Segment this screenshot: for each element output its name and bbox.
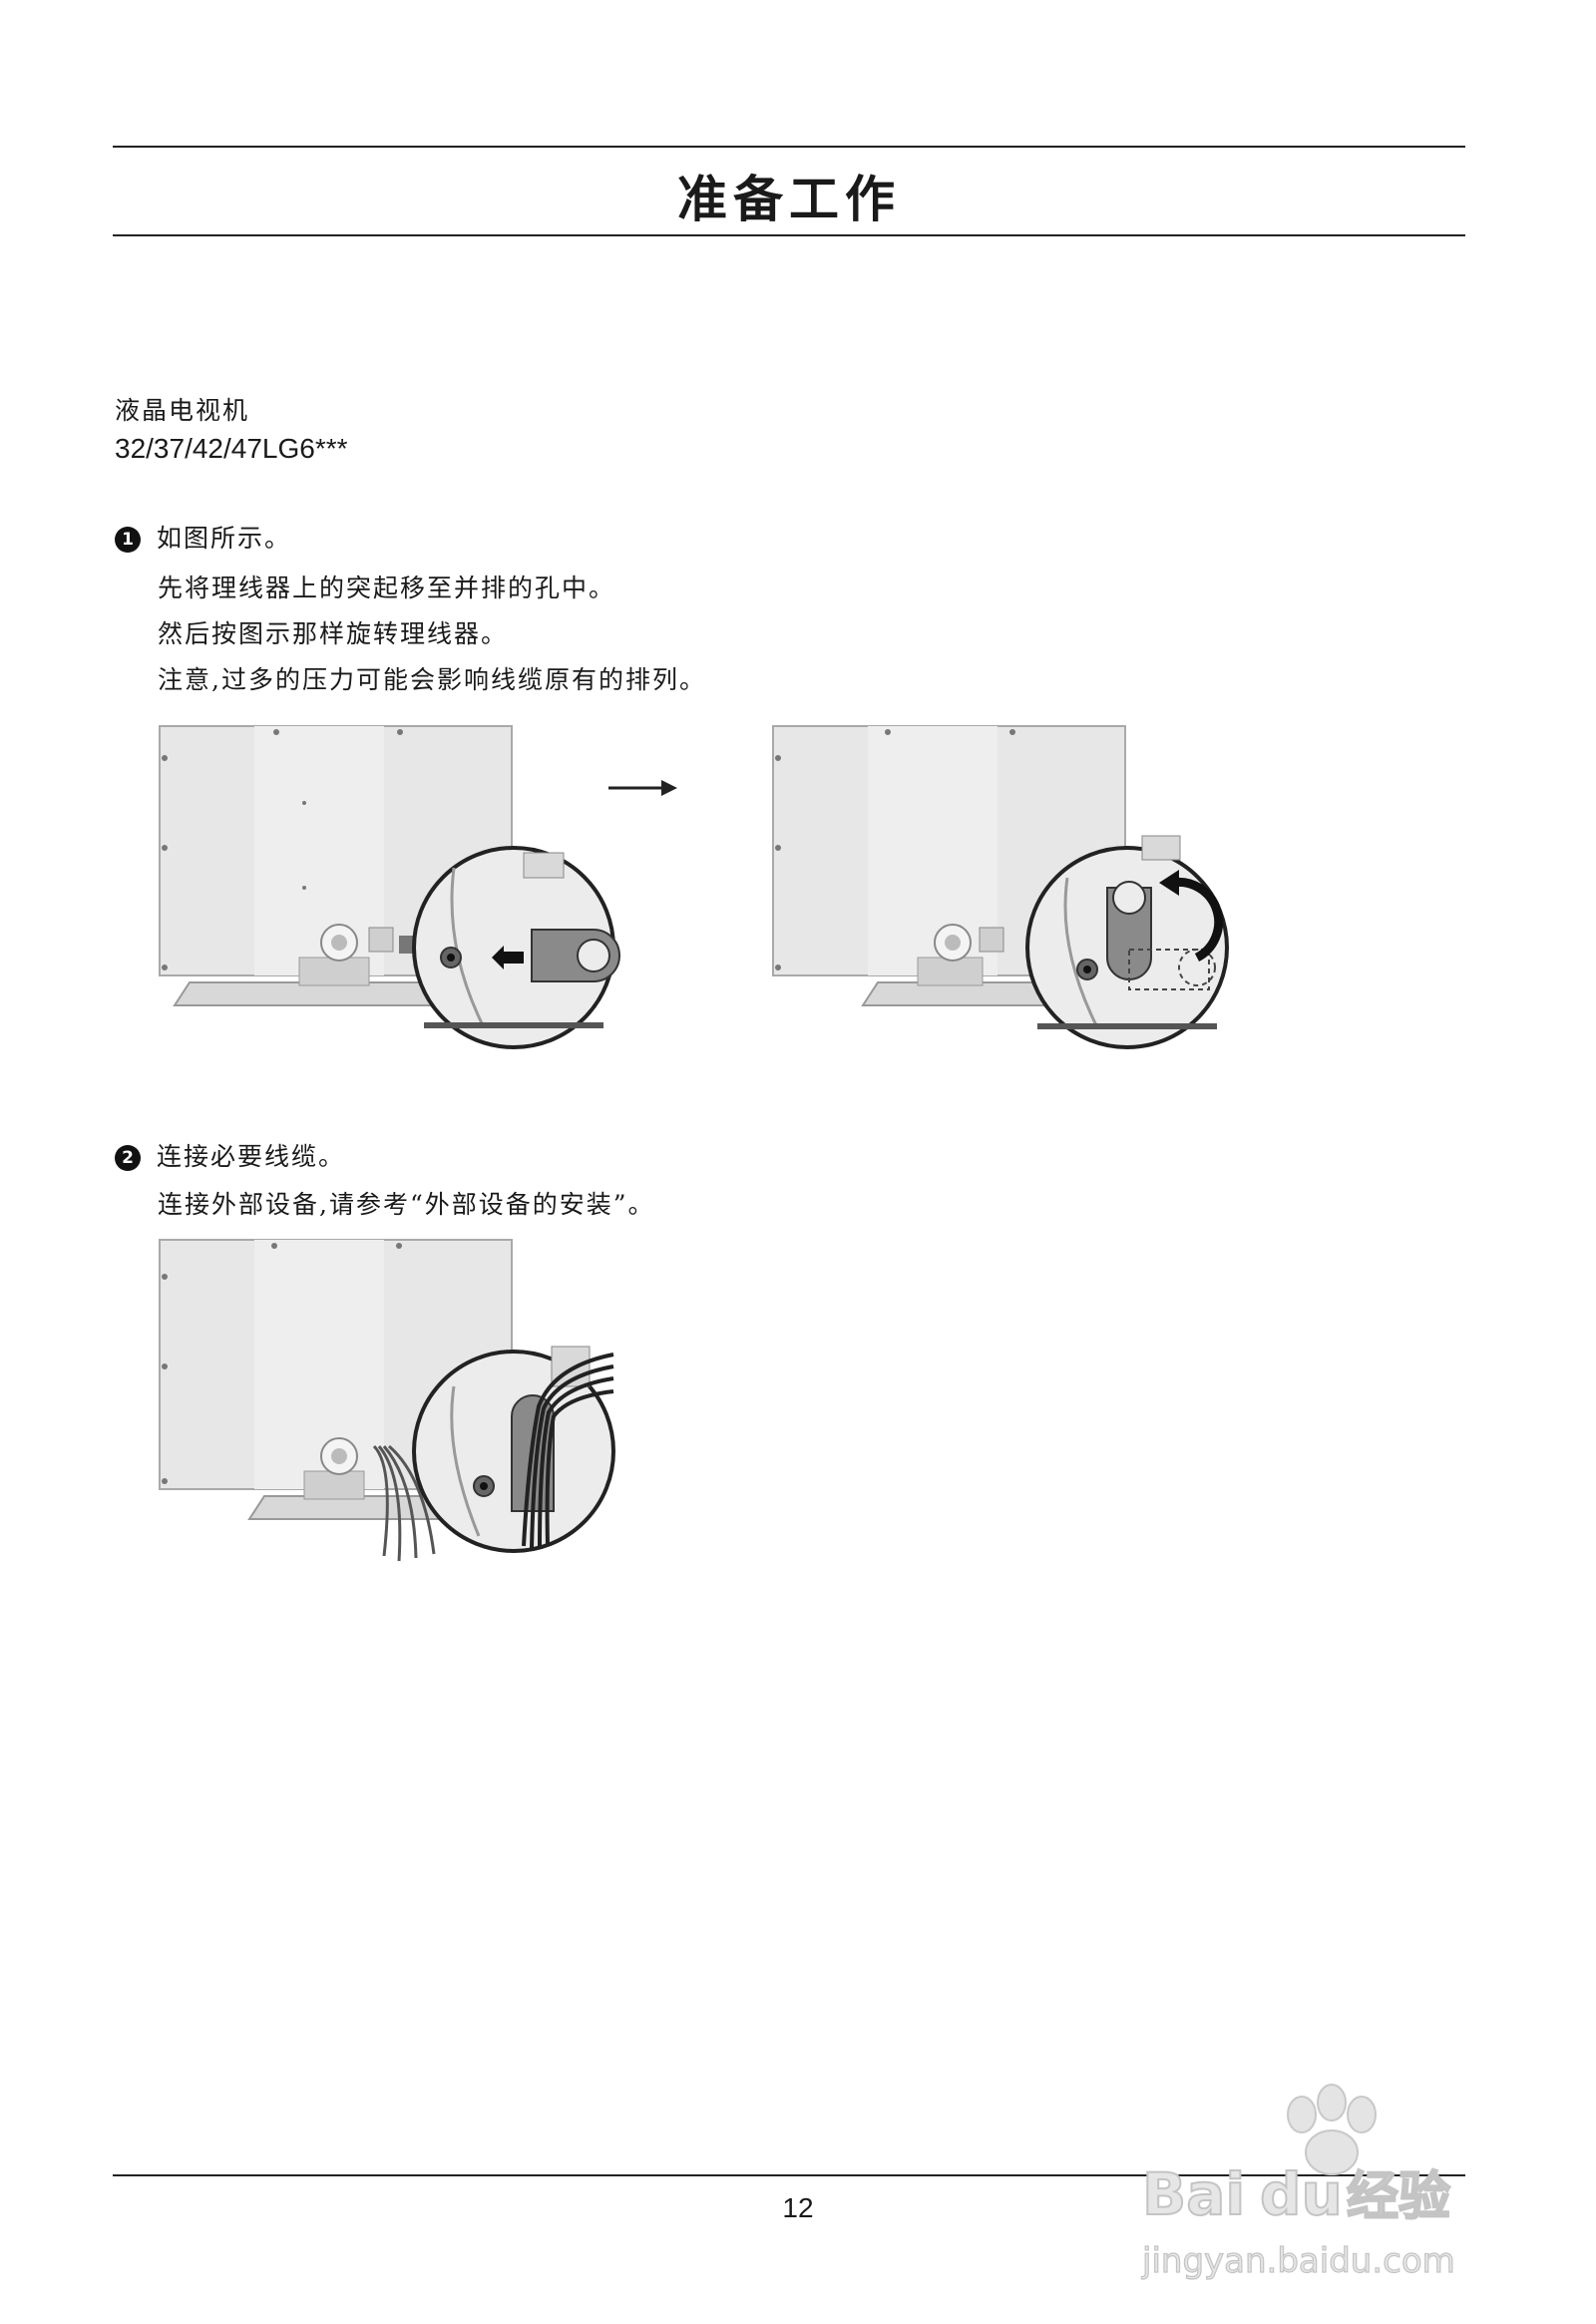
step-1-heading: 1 如图所示。 [115, 519, 291, 555]
step-2-heading: 2 连接必要线缆。 [115, 1137, 345, 1173]
step-1-line-4: 注意,过多的压力可能会影响线缆原有的排列。 [158, 665, 706, 694]
step-1-bullet: 1 [115, 527, 141, 553]
model-number: 32/37/42/47LG6*** [115, 433, 348, 464]
figure-cables-routed [159, 1239, 615, 1562]
header-top-rule [113, 146, 1465, 148]
step-1-line-1: 如图所示。 [157, 524, 292, 553]
svg-text:jingyan.baidu.com: jingyan.baidu.com [1141, 2241, 1455, 2281]
model-type: 液晶电视机 [115, 396, 250, 425]
footer-rule [113, 2174, 1465, 2176]
step-2-bullet: 2 [115, 1145, 141, 1171]
step-2-line-2: 连接外部设备,请参考“外部设备的安装”。 [158, 1190, 655, 1219]
rotate-arrow-icon [1171, 877, 1224, 962]
tv-stand-neck [298, 957, 370, 986]
page-number: 12 [782, 2192, 814, 2223]
step-2-line-1: 连接必要线缆。 [157, 1142, 346, 1171]
insert-arrow-icon [492, 946, 524, 969]
baidu-watermark-logo: Bai du 经验 jingyan.baidu.com [1140, 2084, 1455, 2282]
svg-text:Bai: Bai [1142, 2160, 1245, 2228]
figure-clip-insert [159, 725, 620, 1049]
step-1-line-3: 然后按图示那样旋转理线器。 [158, 619, 509, 648]
page-title: 准备工作 [677, 171, 901, 228]
sequence-arrow-icon [608, 780, 677, 796]
figure-clip-rotate [772, 725, 1229, 1049]
header-bottom-rule [113, 234, 1465, 236]
svg-text:经验: 经验 [1347, 2167, 1450, 2227]
svg-text:du: du [1260, 2160, 1343, 2228]
step-1-line-2: 先将理线器上的突起移至并排的孔中。 [158, 574, 616, 602]
